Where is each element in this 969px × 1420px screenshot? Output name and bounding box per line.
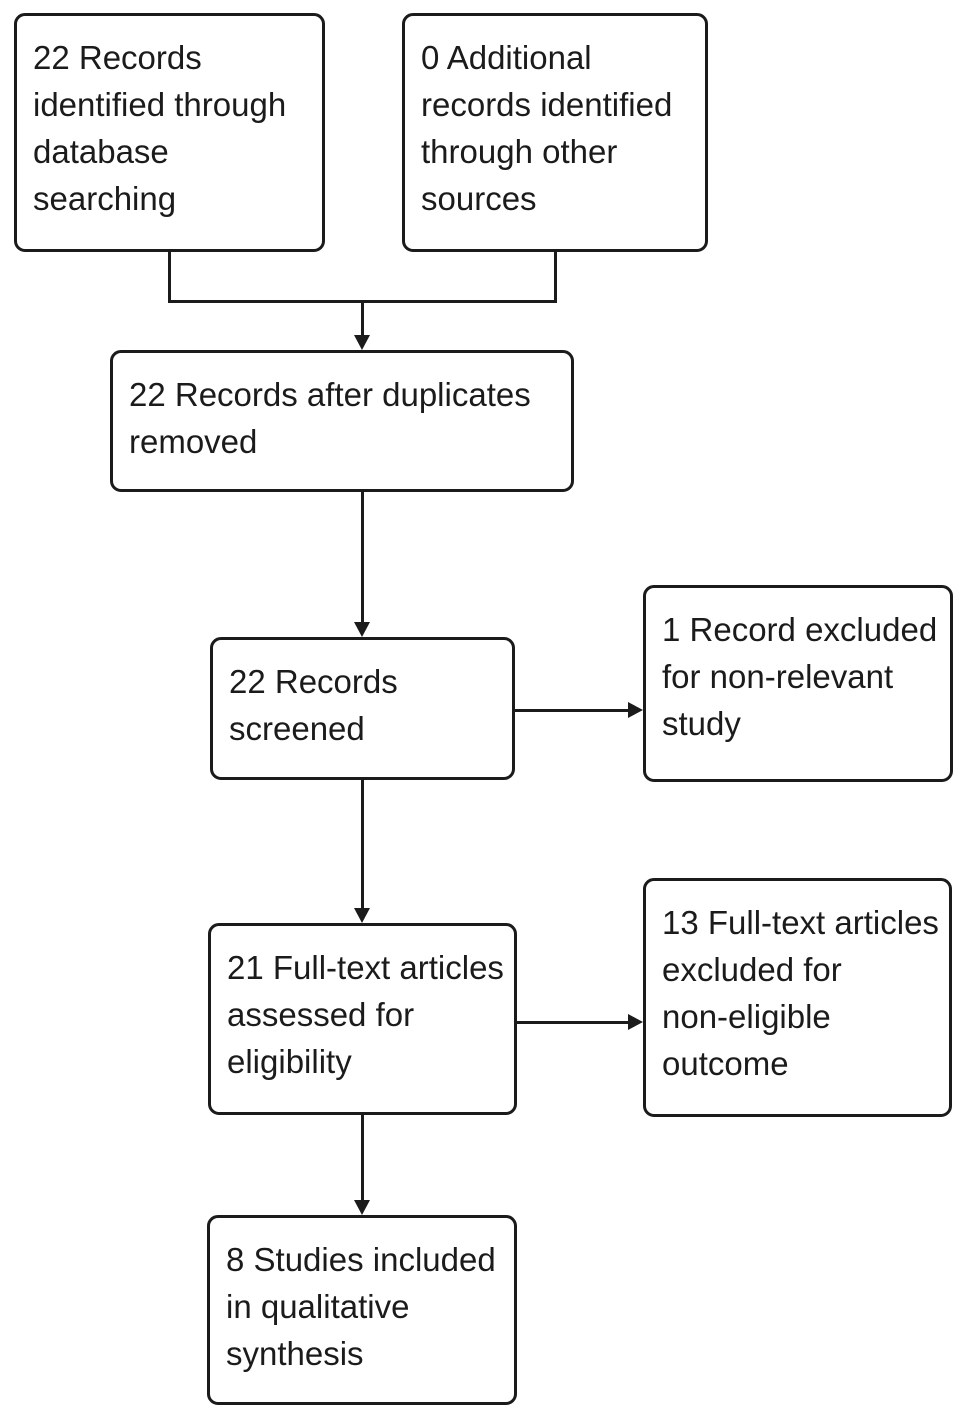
connector-to-after-duplicates (361, 300, 364, 337)
flow-box-fulltext-assessed: 21 Full-text articles assessed for eligi… (208, 923, 517, 1115)
flow-box-records-excluded: 1 Record excluded for non-relevant study (643, 585, 953, 782)
flow-box-label: 22 Records screened (229, 663, 398, 747)
arrowhead-to-records-screened-icon (354, 622, 370, 637)
connector-to-record-excluded (515, 709, 629, 712)
flow-box-records-after-duplicates: 22 Records after duplicates removed (110, 350, 574, 492)
flow-box-label: 21 Full-text articles assessed for eligi… (227, 949, 504, 1080)
arrowhead-to-fulltext-assessed-icon (354, 908, 370, 923)
flow-box-label: 0 Additional records identified through … (421, 39, 673, 217)
flow-box-label: 13 Full-text articles excluded for non-e… (662, 904, 939, 1082)
flow-box-records-identified-database: 22 Records identified through database s… (14, 13, 325, 252)
flow-box-label: 22 Records identified through database s… (33, 39, 287, 217)
connector-to-fulltext-excluded (517, 1021, 629, 1024)
flow-box-label: 8 Studies included in qualitative synthe… (226, 1241, 496, 1372)
connector-to-studies-included (361, 1115, 364, 1201)
flow-box-label: 22 Records after duplicates removed (129, 376, 531, 460)
connector-to-records-screened (361, 492, 364, 623)
arrowhead-to-after-duplicates-icon (354, 335, 370, 350)
arrowhead-to-fulltext-excluded-icon (628, 1014, 643, 1030)
flow-box-records-identified-other-sources: 0 Additional records identified through … (402, 13, 708, 252)
flow-box-fulltext-excluded: 13 Full-text articles excluded for non-e… (643, 878, 952, 1117)
arrowhead-to-studies-included-icon (354, 1200, 370, 1215)
flow-box-label: 1 Record excluded for non-relevant study (662, 611, 938, 742)
connector-stub-other-sources-down (554, 251, 557, 303)
connector-stub-database-down (168, 251, 171, 303)
connector-to-fulltext-assessed (361, 780, 364, 909)
arrowhead-to-record-excluded-icon (628, 702, 643, 718)
flow-box-records-screened: 22 Records screened (210, 637, 515, 780)
flow-box-studies-included: 8 Studies included in qualitative synthe… (207, 1215, 517, 1405)
